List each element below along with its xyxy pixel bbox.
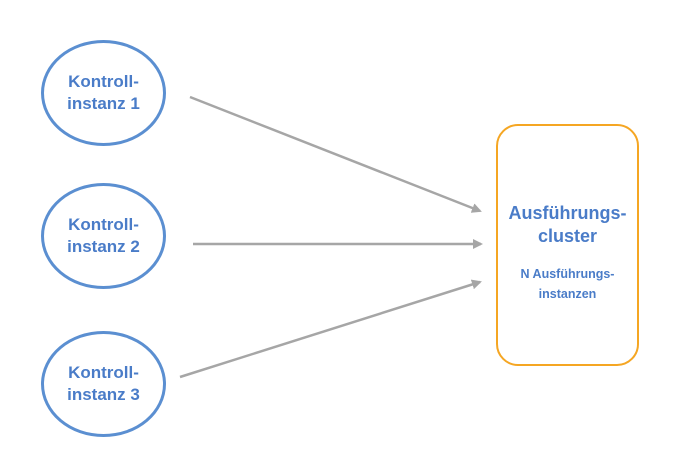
node-kontrollinstanz-2-label: Kontroll- instanz 2 [67, 215, 140, 256]
cluster-title: Ausführungs- cluster [508, 203, 627, 246]
node-kontrollinstanz-2: Kontroll- instanz 2 [41, 183, 166, 289]
node-kontrollinstanz-3-label: Kontroll- instanz 3 [67, 363, 140, 404]
node-kontrollinstanz-1: Kontroll- instanz 1 [41, 40, 166, 146]
cluster-subtitle: N Ausführungs- instanzen [520, 267, 615, 301]
node-kontrollinstanz-3: Kontroll- instanz 3 [41, 331, 166, 437]
edge-k1-to-cluster [189, 95, 482, 213]
node-ausfuehrungscluster: Ausführungs- cluster N Ausführungs- inst… [496, 124, 639, 366]
node-kontrollinstanz-1-label: Kontroll- instanz 1 [67, 72, 140, 113]
edge-k3-to-cluster [179, 279, 482, 379]
